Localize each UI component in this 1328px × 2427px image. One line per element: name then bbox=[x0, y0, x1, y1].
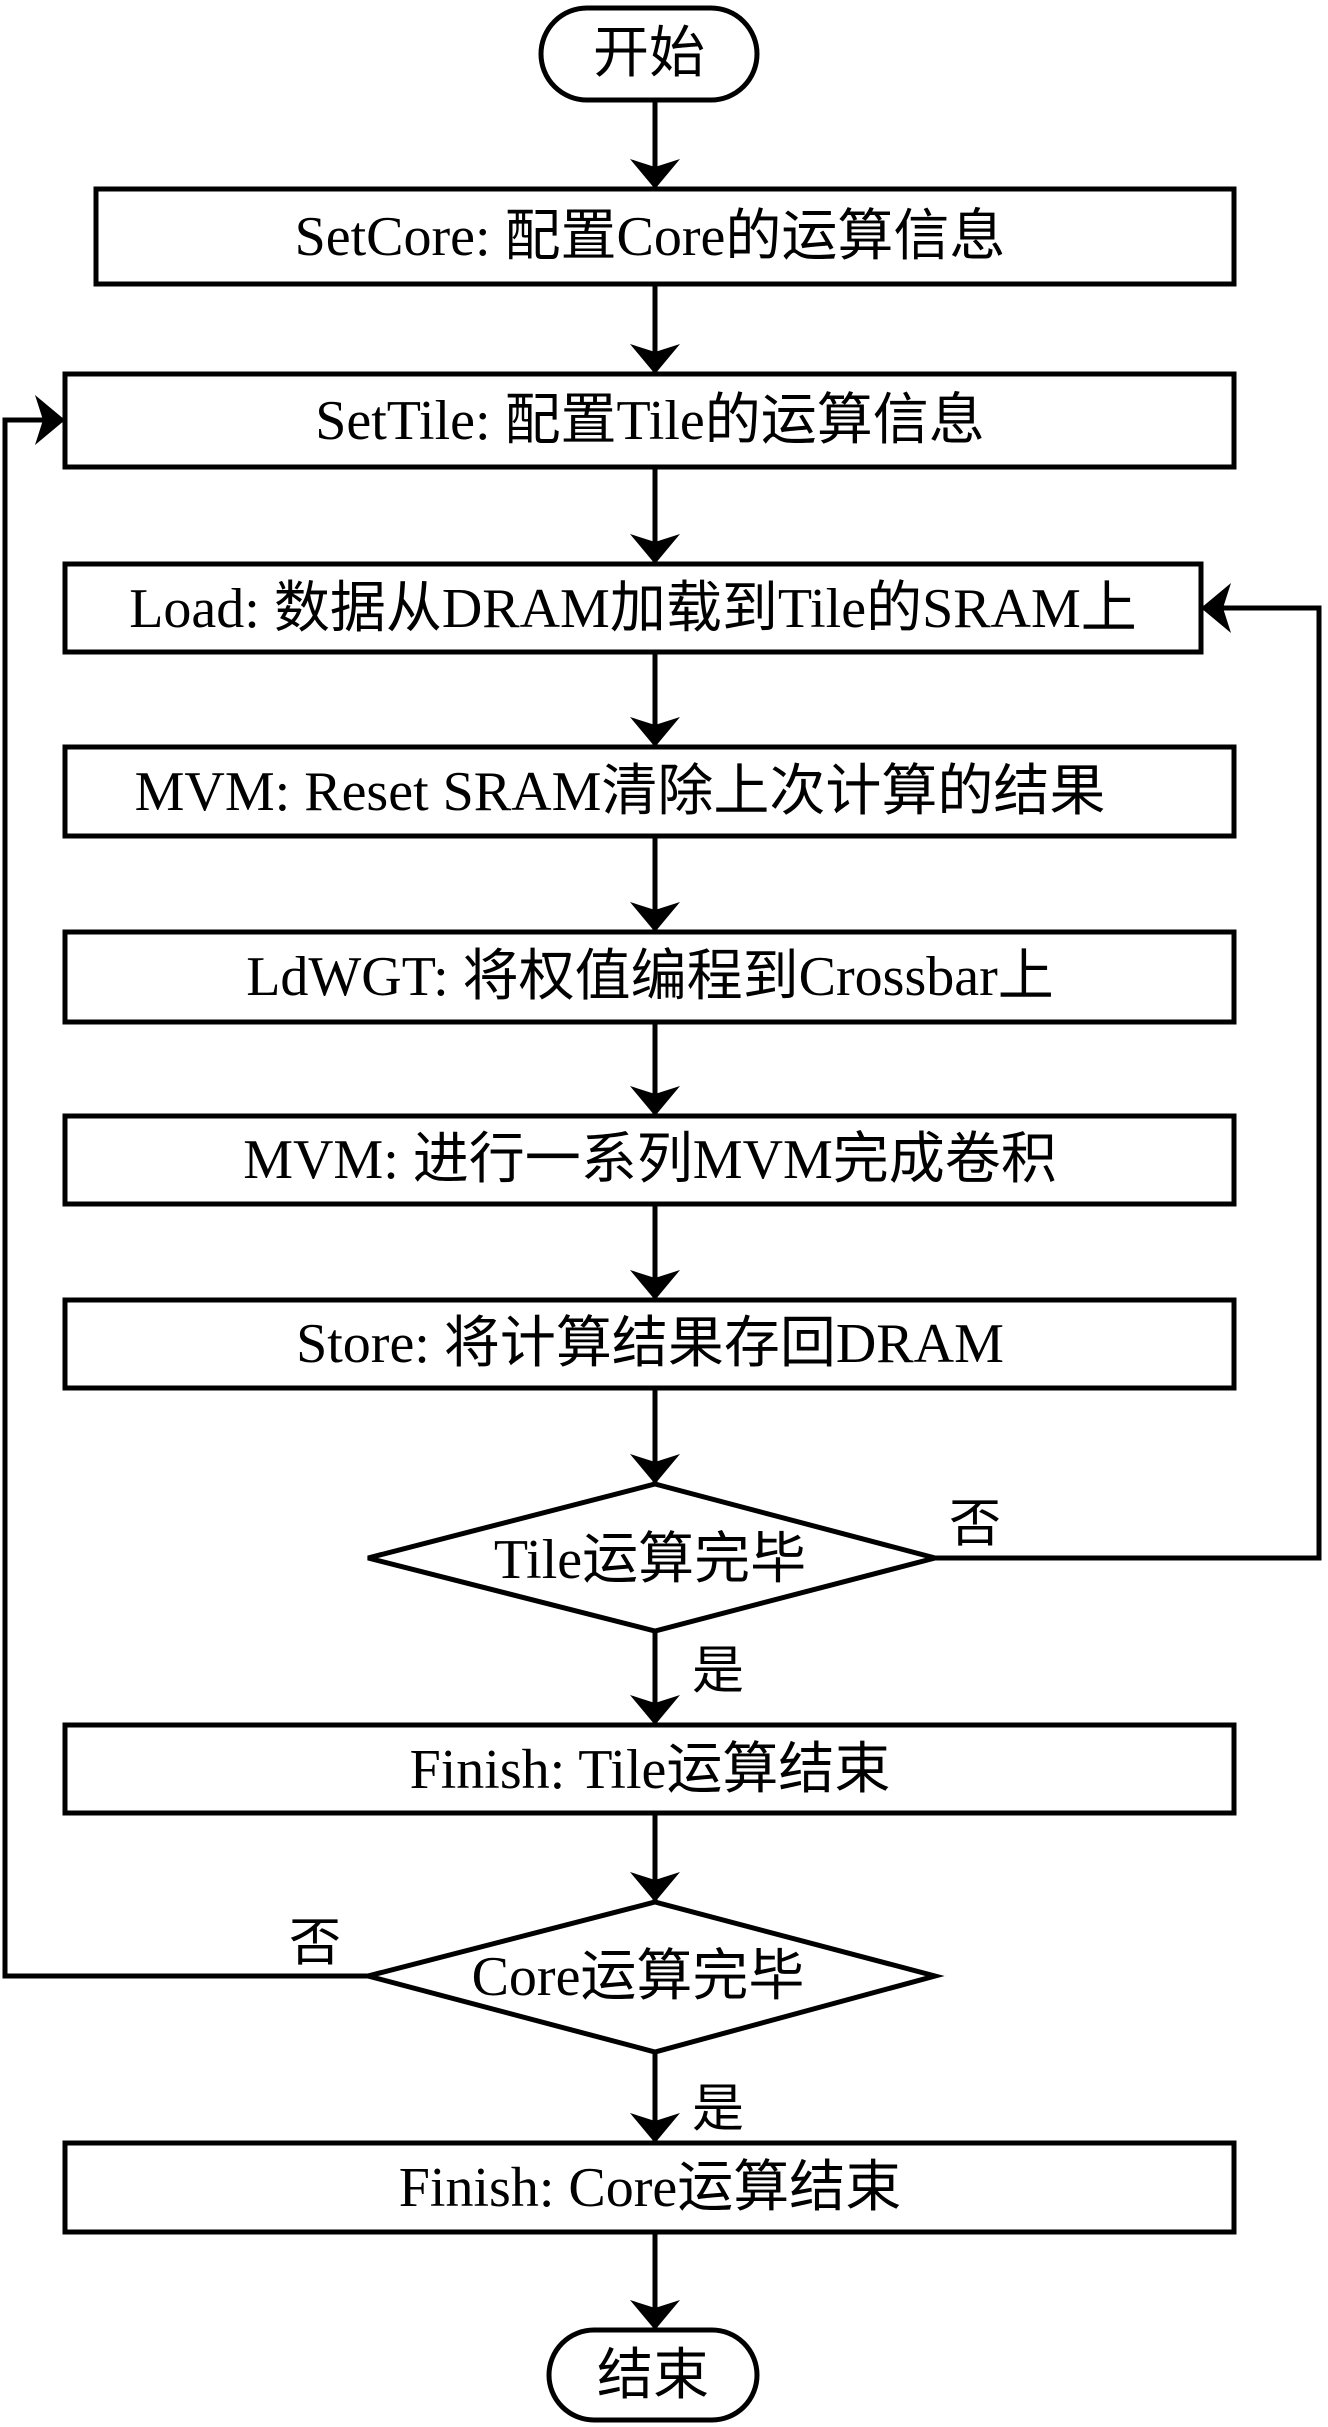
step-setcore bbox=[93, 186, 1237, 287]
step-load-label: Load: 数据从DRAM加载到Tile的SRAM上 bbox=[129, 578, 1137, 640]
loop-tile-not-done bbox=[935, 583, 1322, 1561]
step-load bbox=[62, 561, 1204, 655]
decision-core-yes-label: 是 bbox=[692, 2082, 744, 2139]
decision-core-no-label: 否 bbox=[289, 1916, 341, 1973]
step-setcore-label: SetCore: 配置Core的运算信息 bbox=[295, 206, 1006, 268]
step-finish-tile-label: Finish: Tile运算结束 bbox=[410, 1739, 891, 1801]
decision-tile-done bbox=[367, 1481, 945, 1634]
end-terminal bbox=[546, 2327, 760, 2423]
step-mvm-label: MVM: 进行一系列MVM完成卷积 bbox=[243, 1129, 1057, 1191]
decision-core-label: Core运算完毕 bbox=[472, 1946, 805, 2008]
step-mvm bbox=[62, 1113, 1237, 1207]
step-finish-core-label: Finish: Core运算结束 bbox=[399, 2157, 901, 2219]
loop-core-not-done bbox=[2, 395, 368, 1979]
decision-tile-label: Tile运算完毕 bbox=[494, 1529, 806, 1591]
step-finish-tile bbox=[62, 1722, 1237, 1816]
step-finish-core bbox=[62, 2140, 1237, 2235]
decision-tile-yes-label: 是 bbox=[692, 1644, 744, 1701]
step-store bbox=[62, 1297, 1237, 1391]
step-ldwgt-label: LdWGT: 将权值编程到Crossbar上 bbox=[246, 946, 1054, 1008]
step-ldwgt bbox=[62, 929, 1237, 1025]
step-settile bbox=[62, 371, 1237, 470]
start-terminal bbox=[538, 5, 760, 103]
end-label: 结束 bbox=[597, 2345, 709, 2407]
decision-tile-no-label: 否 bbox=[949, 1497, 1001, 1554]
step-mvm-reset-label: MVM: Reset SRAM清除上次计算的结果 bbox=[135, 761, 1106, 823]
start-label: 开始 bbox=[593, 23, 705, 85]
step-mvm-reset bbox=[62, 744, 1237, 839]
decision-core-done bbox=[358, 1899, 945, 2055]
step-store-label: Store: 将计算结果存回DRAM bbox=[296, 1313, 1004, 1375]
step-settile-label: SetTile: 配置Tile的运算信息 bbox=[315, 390, 985, 452]
